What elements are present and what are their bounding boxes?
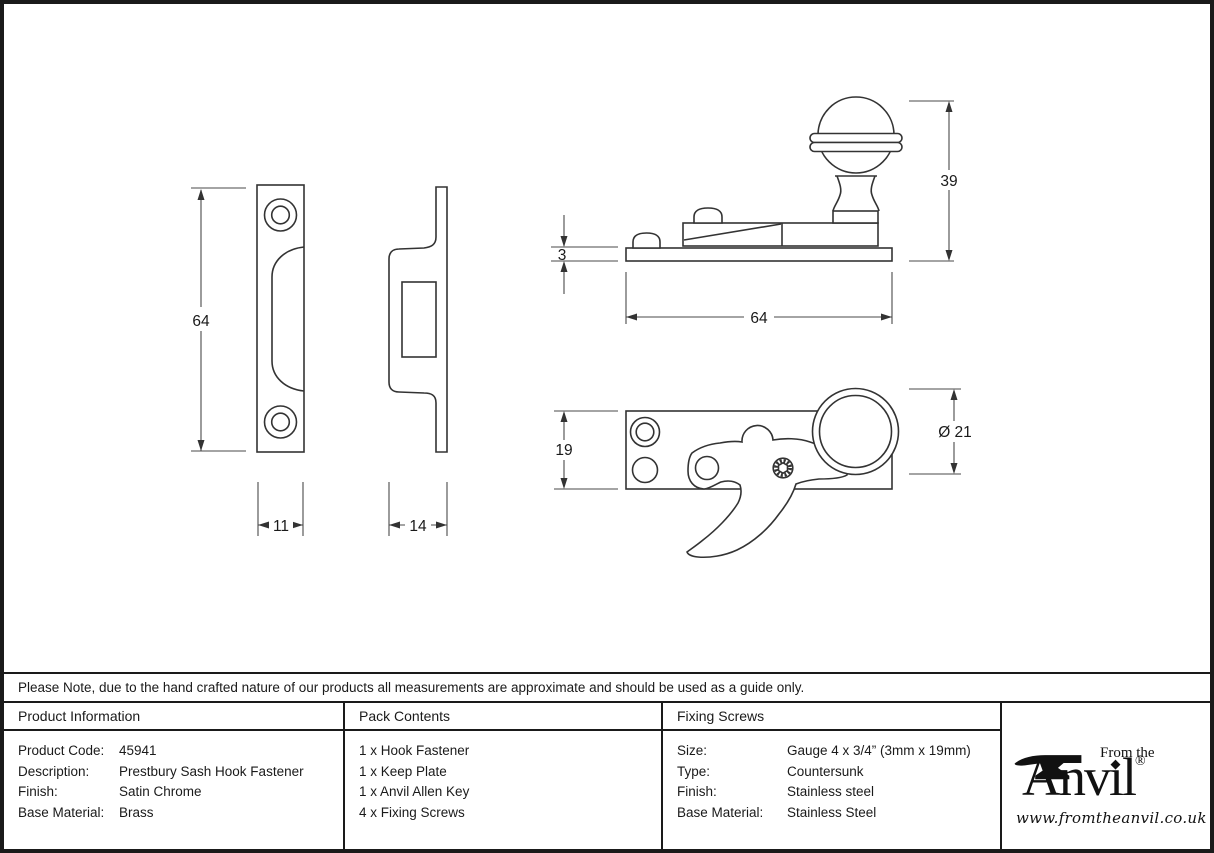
dim-keep-depth: 14 [388,482,448,536]
table-row: Size: Gauge 4 x 3/4” (3mm x 19mm) [677,741,994,762]
measurement-note: Please Note, due to the hand crafted nat… [4,672,1210,703]
table-row: Base Material: Brass [18,803,337,824]
base-material-value: Brass [119,804,154,820]
finish-value: Satin Chrome [119,784,202,799]
dim-knob-diameter-label: Ø 21 [938,424,972,441]
table-row: Type: Countersunk [677,762,994,783]
logo-letter-l: l [1122,747,1137,807]
dim-fastener-length-label: 64 [750,310,768,327]
logo-url: www.fromtheanvil.co.uk [1016,809,1207,827]
technical-drawing-svg: 64 11 14 [188,96,980,559]
logo-tagline: From the [1100,745,1155,761]
product-information-header: Product Information [4,703,343,731]
dim-fastener-height-label: 39 [940,173,957,190]
fastener-plan-view: 19 Ø 21 [550,387,980,559]
screw-size-value: Gauge 4 x 3/4” (3mm x 19mm) [787,743,971,758]
measurement-note-text: Please Note, due to the hand crafted nat… [18,680,805,695]
screw-base-material-label: Base Material: [677,804,764,820]
brand-column: From the Anvı◆l® www.fromtheanvil.co.uk [1002,703,1210,849]
pack-contents-body: 1 x Hook Fastener 1 x Keep Plate 1 x Anv… [345,731,661,823]
product-information-body: Product Code: 45941 Description: Prestbu… [4,731,343,823]
fixing-screws-header: Fixing Screws [663,703,1000,731]
pivot-allen-socket [772,457,794,479]
screw-finish-value: Stainless steel [787,784,875,799]
list-item: 1 x Keep Plate [359,763,447,779]
registered-trademark-icon: ® [1135,754,1146,769]
table-row: Finish: Satin Chrome [18,782,337,803]
hook-lever [686,424,849,559]
dim-fastener-width: 19 [550,410,618,490]
screw-base-material-value: Stainless Steel [787,804,877,820]
finish-label: Finish: [18,784,58,799]
product-information-column: Product Information Product Code: 45941 … [4,703,345,849]
fixing-screws-body: Size: Gauge 4 x 3/4” (3mm x 19mm) Type: … [663,731,1000,823]
dim-fastener-height: 39 [909,100,964,262]
base-material-label: Base Material: [18,804,105,820]
product-code-value: 45941 [119,743,157,758]
dim-plate-thickness: 3 [551,215,618,294]
dim-fastener-width-label: 19 [555,442,572,459]
screw-type-value: Countersunk [787,763,864,779]
keep-plate-side-view: 14 [388,186,448,536]
list-item: 4 x Fixing Screws [359,804,465,820]
screw-finish-label: Finish: [677,784,717,799]
table-row: Finish: Stainless steel [677,782,994,803]
anvil-icon [1014,755,1082,780]
info-table: Product Information Product Code: 45941 … [4,703,1210,849]
pack-contents-column: Pack Contents 1 x Hook Fastener 1 x Keep… [345,703,663,849]
table-row: Description: Prestbury Sash Hook Fastene… [18,762,337,783]
list-item: 1 x Hook Fastener [359,743,470,758]
fixing-screws-column: Fixing Screws Size: Gauge 4 x 3/4” (3mm … [663,703,1002,849]
keep-plate-front-view: 64 11 [188,184,305,536]
logo-letter-i: ı◆ [1109,747,1124,807]
dim-keep-depth-label: 14 [409,518,427,535]
dim-keep-height: 64 [188,187,246,452]
diamond-tittle-icon: ◆ [1110,756,1121,771]
technical-drawing-area: 64 11 14 [4,4,1210,672]
dim-keep-width-label: 11 [273,518,289,535]
description-value: Prestbury Sash Hook Fastener [119,763,304,779]
table-row: Product Code: 45941 [18,741,337,762]
pack-contents-header: Pack Contents [345,703,661,731]
screw-type-label: Type: [677,763,711,779]
screw-size-label: Size: [677,743,708,758]
dim-keep-width: 11 [257,482,304,536]
fastener-side-view: 3 64 39 [551,96,964,327]
dim-keep-height-label: 64 [192,313,210,330]
from-the-anvil-logo: From the Anvı◆l® www.fromtheanvil.co.uk [1006,717,1206,835]
logo-letter-i-stem: ı [1109,747,1124,807]
dim-knob-diameter: Ø 21 [909,388,980,475]
list-item: 1 x Anvil Allen Key [359,784,470,799]
dim-fastener-length: 64 [625,272,893,327]
dim-plate-thickness-label: 3 [558,247,567,264]
description-label: Description: [18,763,90,779]
product-code-label: Product Code: [18,743,105,758]
table-row: Base Material: Stainless Steel [677,803,994,824]
